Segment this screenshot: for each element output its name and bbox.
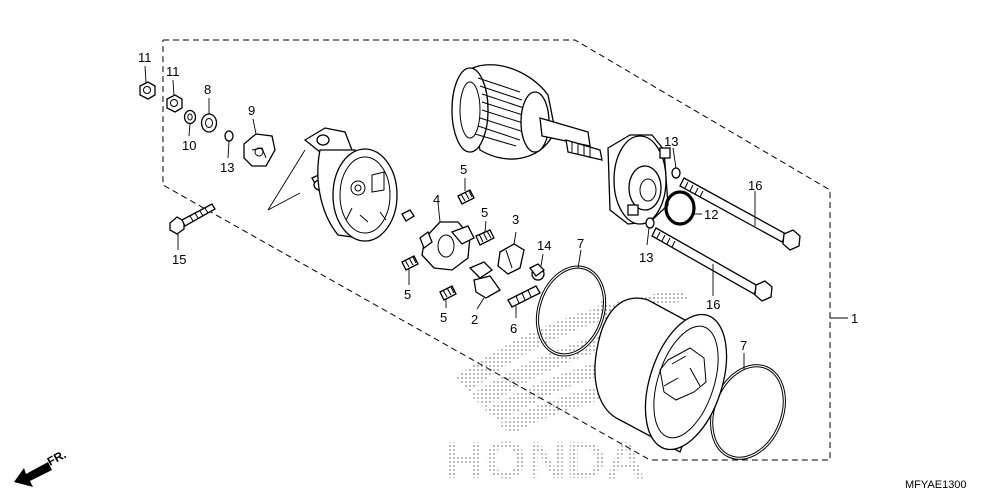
- callout-labels: 11 11 8 9 10 13 15 4 5 5 3 14 5 5 2 6 7 …: [138, 50, 858, 353]
- callout-5-left: 5: [404, 287, 411, 302]
- screw-6: [507, 285, 541, 318]
- brush-holder-4: [419, 202, 475, 271]
- catalog-code: MFYAE1300: [905, 479, 967, 491]
- assembly-frame: [162, 39, 848, 461]
- spring-5-mid: [475, 229, 495, 246]
- pin: [401, 209, 415, 222]
- o-ring-13-lower: [645, 217, 655, 246]
- watermark-text: HONDA: [445, 432, 645, 490]
- callout-11-inner: 11: [166, 64, 180, 79]
- callout-14: 14: [537, 238, 551, 253]
- front-direction-indicator: FR.: [14, 447, 68, 487]
- callout-7-right: 7: [740, 338, 747, 353]
- insulator-8: [200, 113, 218, 133]
- o-ring-12: [664, 190, 702, 226]
- callout-16-upper: 16: [748, 178, 762, 193]
- callout-12: 12: [704, 207, 718, 222]
- callout-1: 1: [851, 311, 858, 326]
- leader-lines: [144, 65, 487, 308]
- spring-5-top: [457, 189, 475, 205]
- callout-5-top: 5: [460, 162, 467, 177]
- callout-16-lower: 16: [706, 297, 720, 312]
- bolt-14: [529, 253, 545, 281]
- callout-11-outer: 11: [138, 50, 152, 65]
- callout-5-bottom: 5: [440, 310, 447, 325]
- o-ring-7-left: [535, 249, 607, 357]
- rear-cover: [267, 127, 398, 242]
- long-bolt-16-upper: [679, 177, 801, 251]
- front-arrow-icon: [14, 462, 52, 487]
- washer-10: [183, 109, 197, 125]
- callout-13-left: 13: [220, 160, 234, 175]
- callout-8: 8: [204, 82, 211, 97]
- callout-13-lower: 13: [639, 250, 653, 265]
- callout-4: 4: [433, 192, 440, 207]
- armature: [451, 64, 603, 161]
- o-ring-13-left: [224, 130, 234, 142]
- brush-2: [468, 261, 501, 310]
- long-bolt-16-lower: [651, 227, 773, 302]
- nut-11-inner: [166, 94, 183, 113]
- callout-10: 10: [182, 138, 196, 153]
- callout-13-upper: 13: [664, 134, 678, 149]
- callout-3: 3: [512, 212, 519, 227]
- callout-15: 15: [172, 252, 186, 267]
- bolt-15: [169, 203, 216, 235]
- front-cover: [607, 134, 671, 225]
- callout-7-left: 7: [577, 236, 584, 251]
- insulator-9: [243, 133, 276, 167]
- o-ring-13-upper: [671, 147, 681, 179]
- callout-2: 2: [471, 312, 478, 327]
- brush-terminal-3: [497, 231, 525, 275]
- spring-5-left: [401, 255, 419, 271]
- callout-5-mid: 5: [481, 205, 488, 220]
- nut-11-outer: [139, 81, 156, 100]
- spring-5-bottom: [439, 285, 457, 301]
- callout-9: 9: [248, 103, 255, 118]
- yoke: [594, 297, 728, 453]
- callout-6: 6: [510, 321, 517, 336]
